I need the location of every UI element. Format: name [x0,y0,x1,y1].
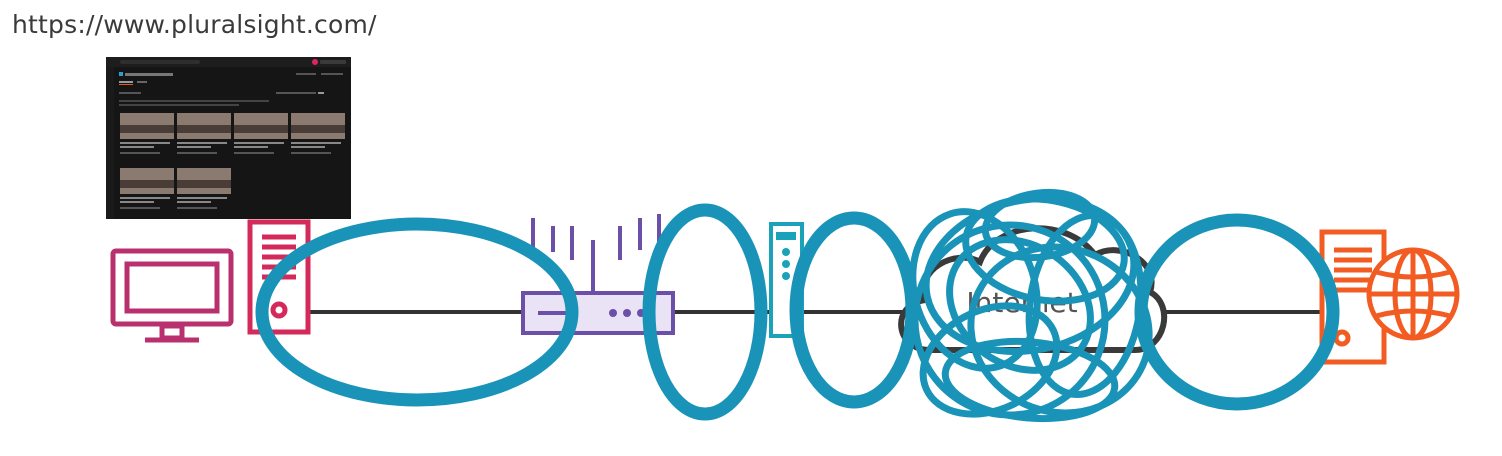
browser-screenshot-thumbnail [106,57,351,219]
monitor-icon [110,248,234,343]
internet-scribble-annotation [909,188,1153,423]
globe-icon [1366,247,1460,341]
highlight-loop-modem-internet [789,211,919,409]
highlight-loop-client-router [255,217,579,407]
url-text: https://www.pluralsight.com/ [12,10,377,39]
browser-thumbnail-graphic [106,57,351,219]
highlight-loop-router-modem [642,203,768,421]
